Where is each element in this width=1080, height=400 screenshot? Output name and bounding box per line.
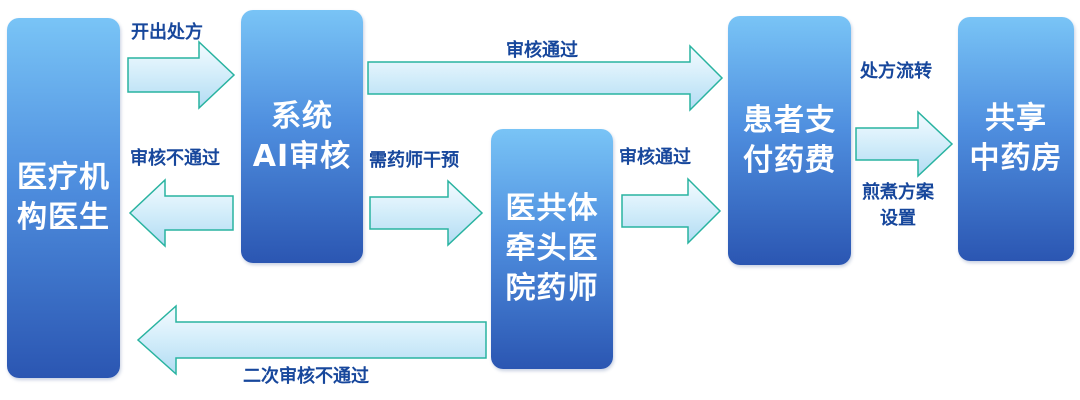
pharmacist-label: 医共体 牵头医 院药师 [505,191,599,306]
arrow-second-review-fail [136,304,487,376]
arrow-review-fail [128,178,234,248]
label-review-fail: 审核不通过 [130,148,220,169]
ai-review-label: 系统 AI审核 [252,98,352,174]
label-pharmacist-intervene: 需药师干预 [369,150,459,171]
arrow-pharmacist-intervene [369,179,484,247]
arrow-review-pass-top [367,44,724,112]
arrow-prescription-flow [855,110,954,178]
arrow-prescribe [127,40,236,110]
patient-pay-label: 患者支 付药费 [743,102,836,178]
label-prescription-flow: 处方流转 [860,61,932,82]
label-prescribe: 开出处方 [131,22,203,43]
label-second-review-fail: 二次审核不通过 [243,366,369,387]
patient-pay-box: 患者支 付药费 [728,16,851,265]
label-review-pass-top: 审核通过 [506,40,578,61]
doctor-box: 医疗机 构医生 [7,18,120,378]
label-decoction-setup: 煎煮方案 设置 [862,182,934,229]
ai-review-box: 系统 AI审核 [241,10,363,263]
doctor-label: 医疗机 构医生 [17,160,110,235]
label-review-pass-mid: 审核通过 [619,147,691,168]
pharmacy-label: 共享 中药房 [969,101,1063,176]
arrow-review-pass-mid [621,177,722,245]
pharmacy-box: 共享 中药房 [958,17,1074,261]
pharmacist-box: 医共体 牵头医 院药师 [491,129,613,369]
